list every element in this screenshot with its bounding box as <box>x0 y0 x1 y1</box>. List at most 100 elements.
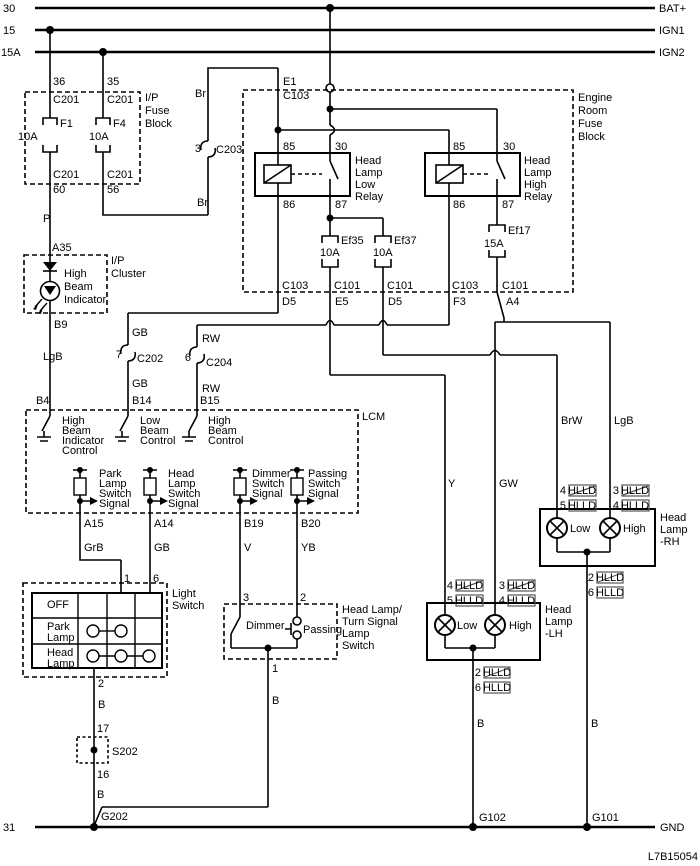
wire-b-4: B <box>477 718 484 730</box>
fuse-f1 <box>42 117 58 153</box>
s202-pin-16: 16 <box>97 769 109 781</box>
conn-d5l-top: C103 <box>282 280 308 292</box>
lh-pin-6: 6 <box>475 682 481 694</box>
ip-fuse-block-line1: I/P <box>145 92 158 104</box>
relay-high-name-1: Head <box>524 155 550 167</box>
rh-lamp-high-label: High <box>623 523 646 535</box>
fuse-ef37 <box>374 235 392 268</box>
ground-icon <box>37 431 51 442</box>
pss-line3: Signal <box>308 488 339 500</box>
lcm-name: LCM <box>362 411 385 423</box>
engine-block-line3: Fuse <box>578 118 602 130</box>
ef37-name: Ef37 <box>394 235 417 247</box>
plss-line2: Lamp <box>99 478 127 490</box>
wire-v: V <box>244 542 252 554</box>
ground-icon <box>115 431 129 442</box>
wire-lgb-left: LgB <box>43 351 63 363</box>
light-switch-box <box>22 582 168 678</box>
ds-pin-2: 2 <box>300 592 306 604</box>
hbi-line3: Indicator <box>64 294 107 306</box>
relay-low-pin-30: 30 <box>335 141 347 153</box>
bus-lines <box>35 6 655 829</box>
hlss-line2: Lamp <box>168 478 196 490</box>
lbc-line2: Beam <box>140 425 169 437</box>
lh-pin-3a: 3 <box>499 580 505 592</box>
s202-pin-17: 17 <box>97 723 109 735</box>
lh-pin-4b: 4 <box>499 595 505 607</box>
dss-line3: Signal <box>252 488 283 500</box>
hbc-line3: Control <box>208 435 243 447</box>
lh-opt-3a: HLLD <box>507 580 535 592</box>
f1-pin-bot: 60 <box>53 184 65 196</box>
dss-line1: Dimmer <box>252 468 291 480</box>
ef35-rating: 10A <box>320 247 340 259</box>
component-boxes <box>22 89 574 764</box>
bus-15-label: 15 <box>3 25 15 37</box>
bus-ign1-label: IGN1 <box>659 25 685 37</box>
hbc-line1: High <box>208 415 231 427</box>
dss-line2: Switch <box>252 478 284 490</box>
b20-pin: B20 <box>301 518 321 530</box>
conn-e5-bot: E5 <box>335 296 348 308</box>
relay-high-name-4: Relay <box>524 191 553 203</box>
hbic-line2: Beam <box>62 425 91 437</box>
wire-rw-2: RW <box>202 383 221 395</box>
ground-icon <box>182 431 196 442</box>
rh-lamp-low-label: Low <box>570 523 590 535</box>
ls-row-park-1: Park <box>47 621 70 633</box>
hlss-line1: Head <box>168 468 194 480</box>
hl-lh-name-2: Lamp <box>545 616 573 628</box>
f1-name: F1 <box>60 118 73 130</box>
fuses <box>42 117 506 268</box>
lh-pin-2: 2 <box>475 667 481 679</box>
relay-low-pin-85: 85 <box>283 141 295 153</box>
bus-30-label: 30 <box>3 3 15 15</box>
option-tags <box>455 484 650 694</box>
ls-row-head-2: Lamp <box>47 658 75 670</box>
rh-opt-6: HLLD <box>596 587 624 599</box>
engine-block-line2: Room <box>578 105 607 117</box>
hl-lh-name-3: -LH <box>545 628 563 640</box>
wire-brw: BrW <box>561 415 583 427</box>
conn-a4-top: C101 <box>502 280 528 292</box>
conn-d5r-top: C101 <box>387 280 413 292</box>
connector-c204 <box>188 346 206 364</box>
c202-name: C202 <box>137 353 163 365</box>
bus-31-label: 31 <box>3 822 15 834</box>
relay-high-pin-87: 87 <box>502 199 514 211</box>
wire-p: P <box>43 213 50 225</box>
hlts-line4: Switch <box>342 640 374 652</box>
f1-pin-top: 36 <box>53 76 65 88</box>
head-lamp-rh-box <box>539 508 656 567</box>
passing-label: Passing <box>303 624 342 636</box>
lh-opt-2: HLLD <box>483 667 511 679</box>
wire-b-5: B <box>591 718 598 730</box>
dimmer-passing-switch-box <box>223 603 338 660</box>
f4-pin-top: 35 <box>107 76 119 88</box>
a35-pin: A35 <box>52 242 72 254</box>
pss-line2: Switch <box>308 478 340 490</box>
lbc-line1: Low <box>140 415 160 427</box>
rh-opt-4b: HLLD <box>621 500 649 512</box>
s202-name: S202 <box>112 746 138 758</box>
passing-switch-contacts <box>292 616 302 640</box>
relay-low-pin-87: 87 <box>335 199 347 211</box>
rh-opt-3a: HLLD <box>621 485 649 497</box>
high-beam-indicator <box>33 262 61 314</box>
relay-low-pin-86: 86 <box>283 199 295 211</box>
wire-yb: YB <box>301 542 316 554</box>
wire-y: Y <box>448 478 456 490</box>
relay-high-pin-85: 85 <box>453 141 465 153</box>
connector-c203 <box>199 140 217 158</box>
ef17-rating: 15A <box>484 238 504 250</box>
rh-opt-5: HLLD <box>568 500 596 512</box>
wires <box>41 8 611 827</box>
rh-pin-6: 6 <box>588 587 594 599</box>
bus-ign2-label: IGN2 <box>659 47 685 59</box>
connector-c202 <box>119 344 137 362</box>
conn-f3-top: C103 <box>452 280 478 292</box>
wire-br-bot: Br <box>197 197 208 209</box>
rh-pin-5: 5 <box>560 500 566 512</box>
ef35-name: Ef35 <box>341 235 364 247</box>
